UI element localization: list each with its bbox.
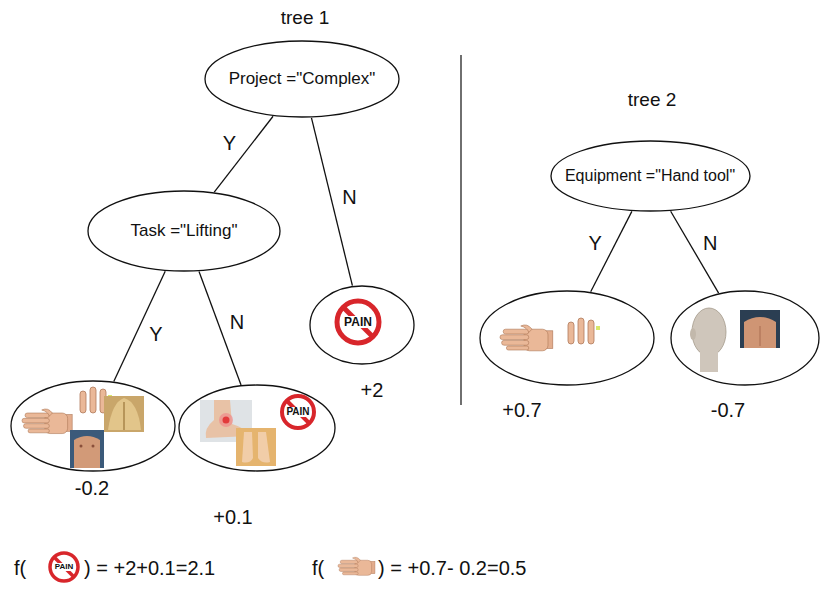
leaf-node: PAIN+0.1: [178, 384, 336, 472]
leaf-node: +0.7: [479, 290, 655, 386]
body-part-pictures: [104, 396, 144, 432]
ankle-feet-pictures: [258, 432, 270, 463]
ellipse-outline: [551, 141, 750, 211]
ellipse-outline: [11, 381, 175, 471]
ellipse-outline: [670, 290, 820, 386]
formula-text: f(: [14, 557, 26, 580]
body-part-pictures: [92, 445, 95, 448]
branch-label: N: [229, 311, 245, 333]
body-part-pictures: [22, 387, 144, 468]
body-part-pictures: [80, 445, 83, 448]
ankle-feet-pictures: [223, 417, 230, 424]
no-pain-sign: [337, 301, 379, 343]
condition-text: Task ="Lifting": [130, 221, 237, 241]
body-part-pictures: [70, 430, 104, 468]
branch-line: [214, 116, 273, 192]
branch-line: [114, 271, 165, 381]
no-pain-sign: [343, 307, 373, 337]
condition-text: Project ="Complex": [229, 69, 376, 89]
ellipse-outline: [671, 291, 819, 385]
hand-icon: [338, 557, 375, 575]
ellipse-outline: [310, 286, 414, 364]
hand-pictures: [500, 325, 553, 351]
branch-line: [671, 211, 719, 293]
leaf-node: -0.7: [670, 290, 820, 386]
leaf-value: -0.7: [711, 399, 745, 422]
hand-pictures: [500, 318, 600, 351]
ankle-feet-pictures: [200, 396, 314, 466]
no-pain-sign: [337, 301, 379, 343]
ankle-feet-pictures: [242, 432, 253, 463]
formula-text: f(: [312, 557, 324, 580]
head-torso-pictures: [690, 308, 780, 372]
body-part-pictures: [22, 409, 72, 434]
branch-label: N: [341, 186, 357, 208]
tree-title: tree 2: [628, 89, 677, 111]
ellipse-outline: [88, 191, 280, 271]
leaf-value: +0.1: [213, 506, 252, 529]
branch-label: Y: [148, 323, 163, 345]
ellipse-outline: [178, 384, 336, 472]
leaf-node: PAIN+2: [309, 285, 415, 365]
head-torso-pictures: [690, 328, 696, 340]
branch-label: Y: [588, 232, 603, 254]
ellipse-outline: [205, 41, 399, 117]
sign-text: PAIN: [54, 563, 75, 571]
ankle-feet-pictures: [282, 396, 314, 428]
body-part-pictures: [74, 436, 100, 468]
hand-icon: [338, 557, 375, 575]
head-torso-pictures: [740, 310, 780, 348]
head-torso-pictures: [700, 352, 718, 372]
ellipse-outline: [179, 385, 335, 471]
ellipse-outline: [479, 290, 655, 386]
ellipse-outline: [480, 291, 654, 385]
leaf-value: -0.2: [75, 477, 109, 500]
head-torso-pictures: [744, 317, 776, 348]
branch-label: N: [702, 232, 718, 254]
ankle-feet-pictures: [236, 428, 276, 466]
condition-text: Equipment ="Hand tool": [565, 167, 735, 185]
sign-text: PAIN: [285, 407, 310, 417]
split-node: Project ="Complex": [204, 40, 400, 118]
no-pain-sign: [50, 553, 78, 581]
tree-title: tree 1: [281, 7, 330, 29]
leaf-node: -0.2: [10, 380, 176, 472]
no-pain-sign: [50, 553, 78, 581]
leaf-value: +0.7: [502, 399, 541, 422]
head-torso-pictures: [760, 326, 761, 346]
sign-text: PAIN: [343, 316, 373, 328]
split-node: Equipment ="Hand tool": [550, 140, 751, 212]
body-part-pictures: [108, 398, 141, 430]
formula-text: ) = +0.7- 0.2=0.5: [378, 557, 526, 580]
ankle-feet-pictures: [219, 413, 233, 427]
no-pain-sign: [54, 557, 74, 577]
branch-label: Y: [222, 132, 237, 154]
tree-divider: [460, 55, 461, 405]
leaf-value: +2: [361, 379, 384, 402]
split-node: Task ="Lifting": [87, 190, 281, 272]
head-torso-pictures: [692, 308, 726, 356]
body-part-pictures: [123, 402, 125, 430]
formula-text: ) = +2+0.1=2.1: [84, 557, 215, 580]
ellipse-outline: [10, 380, 176, 472]
hand-pictures: [568, 318, 600, 344]
